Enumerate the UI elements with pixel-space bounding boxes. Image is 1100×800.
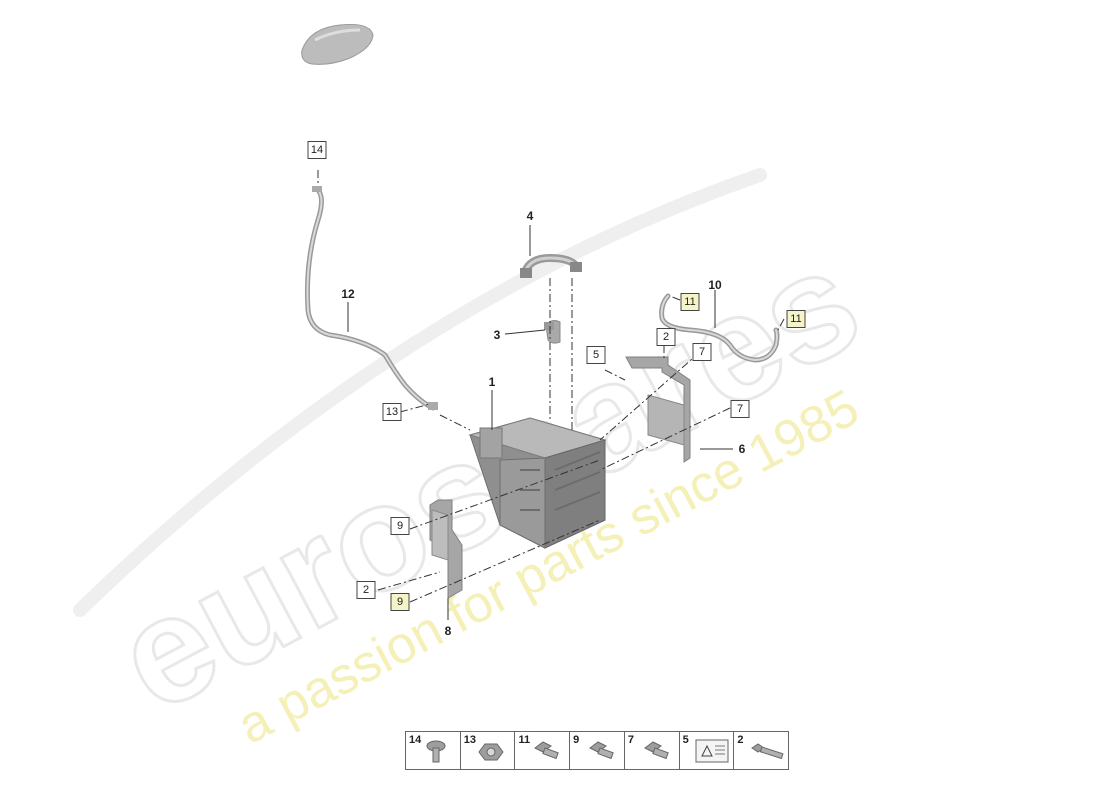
boxed-label-7: 7 [692,343,712,361]
boxed-label-5: 5 [586,346,606,364]
callout-1: 1 [488,375,496,389]
callout-3: 3 [493,328,501,342]
legend-cell: 5 [680,732,735,769]
bolt-icon [426,740,446,763]
legend-number: 9 [573,734,580,746]
legend-cell: 13 [461,732,516,769]
callout-12: 12 [341,287,355,301]
callout-6: 6 [738,442,746,456]
boxed-label-11: 11 [786,310,806,328]
legend-number: 13 [463,734,476,746]
legend-cell: 14 [406,732,461,769]
legend-number: 11 [518,734,531,746]
boxed-label-13: 13 [382,403,402,421]
legend-number: 2 [737,734,744,746]
legend-cell: 2 [734,732,788,769]
fastener-legend: 14 13 11 9 7 5 [405,731,789,770]
callout-8: 8 [444,624,452,638]
legend-cell: 9 [570,732,625,769]
boxed-label-9: 9 [390,593,410,611]
car-silhouette-icon [301,24,374,65]
nut-icon [478,743,504,761]
boxed-label-2: 2 [356,581,376,599]
boxed-label-14: 14 [307,141,327,159]
elbow-part-3 [544,320,561,344]
assembly-guide-lines [317,170,785,603]
boxed-label-7: 7 [730,400,750,418]
legend-number: 7 [627,734,634,746]
bracket-part-8 [429,499,463,599]
boxed-label-2: 2 [656,328,676,346]
legend-cell: 7 [625,732,680,769]
hose-part-10 [659,293,780,363]
hose-part-4 [520,253,582,278]
legend-number: 5 [682,734,689,746]
legend-cell: 11 [515,732,571,769]
bolt-icon [534,741,560,760]
boxed-label-11: 11 [680,293,700,311]
bolt-icon [589,741,614,760]
bracket-part-6 [625,356,691,463]
callout-4: 4 [526,209,534,223]
screw-icon [751,743,784,760]
callout-leaders [347,225,733,620]
callout-10: 10 [708,278,722,292]
warning-label-icon [695,739,729,763]
boxed-label-9: 9 [390,517,410,535]
hose-part-12 [304,186,438,411]
legend-number: 14 [409,734,422,746]
bolt-icon [643,741,669,760]
